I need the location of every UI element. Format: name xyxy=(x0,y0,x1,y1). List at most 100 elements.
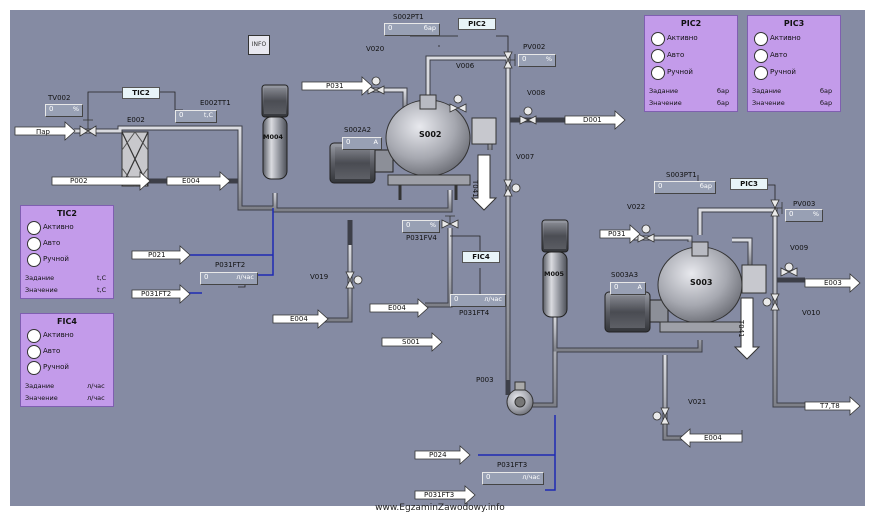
setpoint-unit: л/час xyxy=(87,382,105,390)
stream-p031-s002[interactable]: P031 xyxy=(326,82,344,90)
label-pv003: PV003 xyxy=(793,200,816,208)
stream-s001[interactable]: S001 xyxy=(402,338,420,346)
controller-pic3-tag[interactable]: PIC3 xyxy=(730,178,768,190)
radio-manual[interactable] xyxy=(27,361,41,375)
label-v020: V020 xyxy=(366,45,385,53)
label-p003: P003 xyxy=(476,376,494,384)
option-label: Ручной xyxy=(667,68,693,76)
readout-pv003[interactable]: 0% xyxy=(785,209,823,222)
radio-auto[interactable] xyxy=(754,49,768,63)
value-label: Значение xyxy=(649,99,682,107)
setpoint-label: Задание xyxy=(25,382,55,390)
info-icon[interactable]: INFO xyxy=(248,35,270,55)
label-p031ft3: P031FT3 xyxy=(497,461,528,469)
option-label: Ручной xyxy=(770,68,796,76)
stream-par[interactable]: Пар xyxy=(36,128,50,136)
stream-p031-s003[interactable]: P031 xyxy=(608,230,626,238)
stream-e003[interactable]: E003 xyxy=(824,279,842,287)
label-v009: V009 xyxy=(790,244,809,252)
label-v008: V008 xyxy=(527,89,546,97)
valve-v019 xyxy=(345,271,363,289)
value-unit: бар xyxy=(717,99,730,107)
valve-v009 xyxy=(780,262,798,277)
setpoint-label: Задание xyxy=(649,87,679,95)
radio-active[interactable] xyxy=(651,32,665,46)
option-label: Авто xyxy=(667,51,685,59)
label-v006: V006 xyxy=(456,62,475,70)
option-label: Активно xyxy=(43,223,74,231)
stream-p031ft2[interactable]: P031FT2 xyxy=(141,290,172,298)
value-label: Значение xyxy=(25,394,58,402)
label-t041-s002: T041 xyxy=(471,180,479,198)
radio-auto[interactable] xyxy=(27,237,41,251)
controller-pic2-tag[interactable]: PIC2 xyxy=(458,18,496,30)
stream-e004-v021[interactable]: E004 xyxy=(704,434,722,442)
setpoint-unit: бар xyxy=(820,87,833,95)
valve-pv003 xyxy=(770,199,783,217)
label-m005: M005 xyxy=(544,270,565,278)
option-label: Активно xyxy=(43,331,74,339)
mixer-m005 xyxy=(541,219,569,318)
radio-active[interactable] xyxy=(27,329,41,343)
label-s003a3: S003A3 xyxy=(611,271,639,279)
valve-pv002 xyxy=(503,51,516,69)
label-e002tt1: E002TT1 xyxy=(200,99,231,107)
valve-v007 xyxy=(503,179,521,197)
stream-d001[interactable]: D001 xyxy=(583,116,602,124)
faceplate-title: PIC2 xyxy=(680,19,702,28)
label-t041-s003: T041 xyxy=(737,320,745,338)
faceplate-title: FIC4 xyxy=(57,317,77,326)
stream-p002[interactable]: P002 xyxy=(70,177,88,185)
controller-tic2-tag[interactable]: TIC2 xyxy=(122,87,160,99)
readout-p031fv4[interactable]: 0% xyxy=(402,220,440,233)
label-pv002: PV002 xyxy=(523,43,546,51)
readout-tv002[interactable]: 0% xyxy=(45,104,83,117)
valve-v022 xyxy=(637,224,655,243)
option-label: Активно xyxy=(667,34,698,42)
stream-p021[interactable]: P021 xyxy=(148,251,166,259)
stream-e004-exchanger[interactable]: E004 xyxy=(182,177,200,185)
stream-e004-fv4[interactable]: E004 xyxy=(388,304,406,312)
value-unit: бар xyxy=(820,99,833,107)
stream-p031ft3[interactable]: P031FT3 xyxy=(424,491,455,499)
valve-tv002 xyxy=(79,119,97,137)
radio-auto[interactable] xyxy=(651,49,665,63)
controller-fic4-tag[interactable]: FIC4 xyxy=(462,251,500,263)
pump-p003 xyxy=(506,381,534,416)
label-s002: S002 xyxy=(419,130,442,139)
stream-t7t8[interactable]: T7,T8 xyxy=(820,402,840,410)
radio-active[interactable] xyxy=(754,32,768,46)
label-v007: V007 xyxy=(516,153,535,161)
label-e002: E002 xyxy=(127,116,145,124)
valve-v008 xyxy=(519,106,537,125)
option-label: Активно xyxy=(770,34,801,42)
label-p031ft4: P031FT4 xyxy=(459,309,490,317)
valve-v006 xyxy=(449,94,467,113)
setpoint-unit: бар xyxy=(717,87,730,95)
radio-manual[interactable] xyxy=(754,66,768,80)
blue-signal-lines xyxy=(188,208,556,491)
label-v019: V019 xyxy=(310,273,329,281)
radio-active[interactable] xyxy=(27,221,41,235)
drain-arrows xyxy=(470,154,761,360)
faceplate-pic2: PIC2 Активно Авто Ручной Задание бар Зна… xyxy=(644,15,738,112)
radio-manual[interactable] xyxy=(27,253,41,267)
option-label: Авто xyxy=(770,51,788,59)
stream-e004-v019[interactable]: E004 xyxy=(290,315,308,323)
label-p031ft2: P031FT2 xyxy=(215,261,246,269)
radio-manual[interactable] xyxy=(651,66,665,80)
valve-p031fv4 xyxy=(441,215,459,229)
stream-p024[interactable]: P024 xyxy=(429,451,447,459)
setpoint-label: Задание xyxy=(25,274,55,282)
radio-auto[interactable] xyxy=(27,345,41,359)
readout-pv002[interactable]: 0% xyxy=(518,54,556,67)
